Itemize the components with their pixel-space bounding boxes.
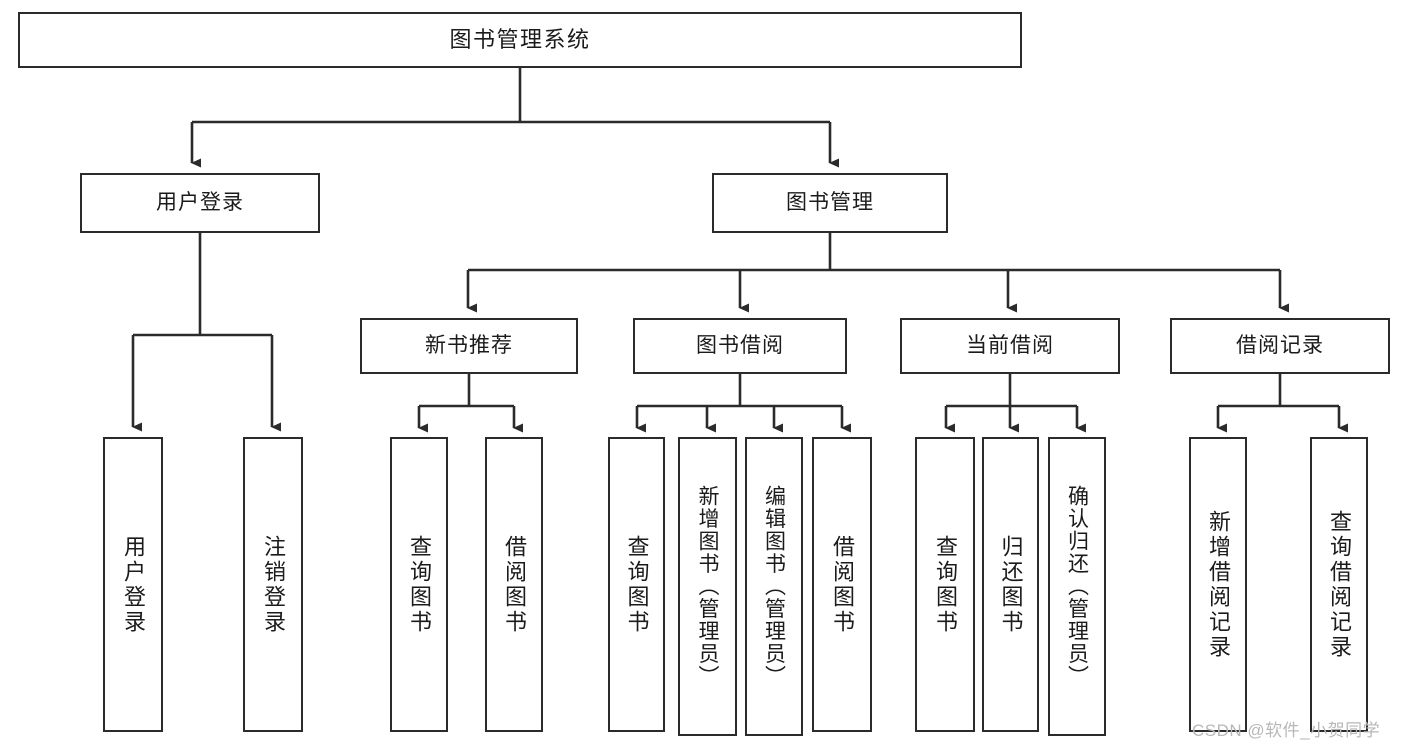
node-leaf-return-book-label: 归还图书 [998, 534, 1024, 635]
node-leaf-query-book-current-label: 查询图书 [933, 534, 958, 635]
node-leaf-query-borrow-record-label: 查询借阅记录 [1327, 509, 1352, 660]
node-leaf-query-borrow-record[interactable]: 查询借阅记录 [1310, 437, 1368, 732]
node-leaf-query-book-recommendation[interactable]: 查询图书 [390, 437, 448, 732]
node-leaf-edit-book-admin-label: 编辑图书（管理员） [762, 485, 786, 688]
node-leaf-add-borrow-record[interactable]: 新增借阅记录 [1189, 437, 1247, 732]
node-leaf-borrow-book-recommendation-label: 借阅图书 [502, 534, 527, 635]
node-book-manage-label: 图书管理 [786, 190, 874, 214]
node-leaf-borrow-book-borrow-label: 借阅图书 [830, 534, 855, 635]
node-leaf-edit-book-admin[interactable]: 编辑图书（管理员） [745, 437, 803, 736]
node-leaf-query-book-borrow-label: 查询图书 [624, 534, 650, 635]
node-borrow-record[interactable]: 借阅记录 [1170, 318, 1390, 374]
node-new-book-recommendation[interactable]: 新书推荐 [360, 318, 578, 374]
node-root-label: 图书管理系统 [449, 27, 591, 53]
node-current-borrow[interactable]: 当前借阅 [900, 318, 1120, 374]
node-leaf-confirm-return-admin[interactable]: 确认归还（管理员） [1048, 437, 1106, 736]
node-leaf-add-book-admin-label: 新增图书（管理员） [696, 485, 719, 688]
node-leaf-logout-label: 注销登录 [261, 534, 286, 635]
node-book-borrow[interactable]: 图书借阅 [633, 318, 847, 374]
node-leaf-logout[interactable]: 注销登录 [243, 437, 303, 732]
node-leaf-add-borrow-record-label: 新增借阅记录 [1206, 509, 1231, 660]
node-leaf-confirm-return-admin-label: 确认归还（管理员） [1065, 485, 1089, 688]
node-leaf-query-book-current[interactable]: 查询图书 [915, 437, 975, 732]
node-new-book-recommendation-label: 新书推荐 [425, 333, 513, 357]
node-current-borrow-label: 当前借阅 [966, 333, 1054, 357]
node-leaf-user-login-label: 用户登录 [121, 534, 146, 635]
node-leaf-borrow-book-borrow[interactable]: 借阅图书 [812, 437, 872, 732]
node-borrow-record-label: 借阅记录 [1236, 333, 1324, 357]
node-leaf-return-book[interactable]: 归还图书 [982, 437, 1039, 732]
node-root-title[interactable]: 图书管理系统 [18, 12, 1022, 68]
node-leaf-add-book-admin[interactable]: 新增图书（管理员） [678, 437, 737, 736]
csdn-watermark: CSDN @软件_小贺同学 [1192, 721, 1381, 740]
node-leaf-query-book-recommendation-label: 查询图书 [407, 534, 432, 635]
node-leaf-borrow-book-recommendation[interactable]: 借阅图书 [485, 437, 543, 732]
node-book-manage[interactable]: 图书管理 [712, 173, 948, 233]
node-book-borrow-label: 图书借阅 [696, 333, 784, 357]
node-user-login-label: 用户登录 [156, 190, 244, 214]
node-leaf-query-book-borrow[interactable]: 查询图书 [608, 437, 665, 732]
node-user-login[interactable]: 用户登录 [80, 173, 320, 233]
node-leaf-user-login[interactable]: 用户登录 [103, 437, 163, 732]
